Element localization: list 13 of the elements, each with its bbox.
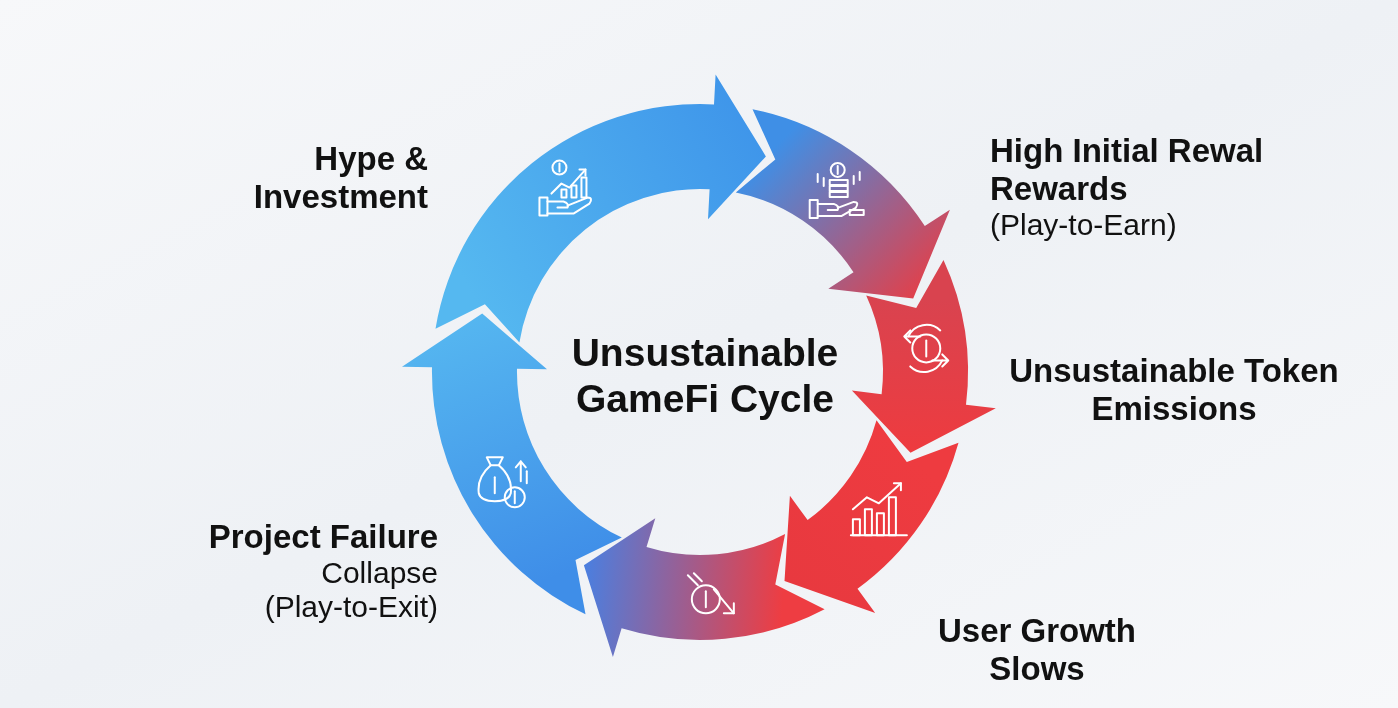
- stage-title: High Initial Rewal Rewards: [990, 132, 1265, 208]
- cycle-arrow-segment: [583, 518, 825, 657]
- cycle-arrow-segment: [851, 260, 996, 453]
- cycle-arrow-segment: [735, 109, 950, 299]
- stage-subtitle: Collapse: [320, 556, 438, 590]
- stage-title: Project Failure: [207, 518, 438, 556]
- cycle-arrow-segment: [784, 420, 959, 614]
- center-title: Unsustainable GameFi Cycle: [570, 330, 840, 422]
- stage-title: Hype & Investment: [252, 140, 428, 216]
- stage-subtitle: (Play-to-Exit): [263, 590, 438, 624]
- stage-subtitle: (Play-to-Earn): [990, 208, 1178, 242]
- stage-title: Unsustainable Token Emissions: [1008, 352, 1340, 428]
- stage-title: User Growth Slows: [936, 612, 1137, 688]
